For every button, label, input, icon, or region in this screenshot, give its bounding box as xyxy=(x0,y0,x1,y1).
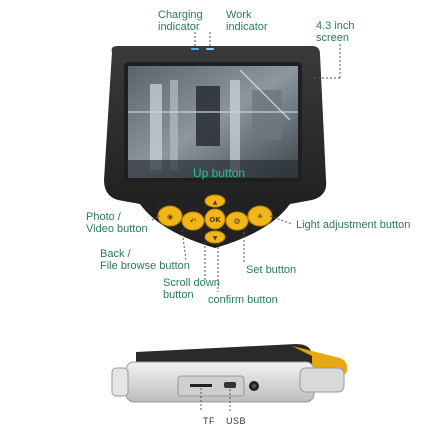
photo-video-line2: Video button xyxy=(86,223,148,235)
confirm-button-label: confirm button xyxy=(208,294,278,306)
tf-label: TF xyxy=(203,416,215,426)
svg-text:▲: ▲ xyxy=(213,199,218,206)
back-file-browse-line2: File browse button xyxy=(100,260,190,272)
photo-video-line1: Photo / xyxy=(86,211,121,223)
usb-port[interactable] xyxy=(224,382,236,388)
svg-text:☀: ☀ xyxy=(256,212,263,221)
photo-video-label: Photo / Video button xyxy=(86,211,148,235)
work-indicator-line2: indicator xyxy=(226,21,268,33)
set-button-label: Set button xyxy=(246,264,297,276)
charging-led xyxy=(191,48,199,50)
svg-text:▼: ▼ xyxy=(213,235,218,242)
up-key[interactable]: ▲ xyxy=(204,194,226,208)
work-indicator-label: Work indicator xyxy=(226,9,268,33)
svg-text:↶: ↶ xyxy=(189,217,197,226)
device-screen xyxy=(124,62,302,182)
scroll-down-line1: Scroll down xyxy=(163,277,220,289)
device-side-view xyxy=(111,344,348,403)
back-key[interactable]: ↶ xyxy=(181,211,205,231)
screen-size-line1: 4.3 inch xyxy=(316,20,355,32)
ok-key[interactable]: OK xyxy=(204,208,226,230)
charging-indicator-line2: indicator xyxy=(158,21,200,33)
screen-size-line2: screen xyxy=(316,32,350,44)
usb-label: USB xyxy=(226,416,247,426)
leader-lines xyxy=(151,32,341,292)
tf-slot[interactable] xyxy=(190,384,212,387)
set-key[interactable]: ⚙ xyxy=(225,211,249,231)
svg-text:⚙: ⚙ xyxy=(233,217,240,226)
ok-key-label: OK xyxy=(209,216,221,224)
side-leader-lines xyxy=(200,388,231,412)
photo-video-key[interactable]: ◉ xyxy=(157,205,183,227)
charging-indicator-label: Charging indicator xyxy=(158,9,203,33)
scroll-down-key[interactable]: ▼ xyxy=(204,230,226,244)
work-indicator-line1: Work xyxy=(226,9,252,21)
scroll-down-line2: button xyxy=(163,289,194,301)
svg-text:◉: ◉ xyxy=(167,213,173,221)
charging-indicator-line1: Charging xyxy=(158,9,203,21)
work-led xyxy=(206,48,214,50)
light-adjustment-label: Light adjustment button xyxy=(296,219,411,231)
light-key[interactable]: ☀ xyxy=(247,205,273,227)
scroll-down-label: Scroll down button xyxy=(163,277,220,301)
screen-size-label: 4.3 inch screen xyxy=(316,20,355,44)
back-file-browse-label: Back / File browse button xyxy=(100,248,190,272)
back-file-browse-line1: Back / xyxy=(100,248,131,260)
up-button-label: Up button xyxy=(193,166,246,180)
